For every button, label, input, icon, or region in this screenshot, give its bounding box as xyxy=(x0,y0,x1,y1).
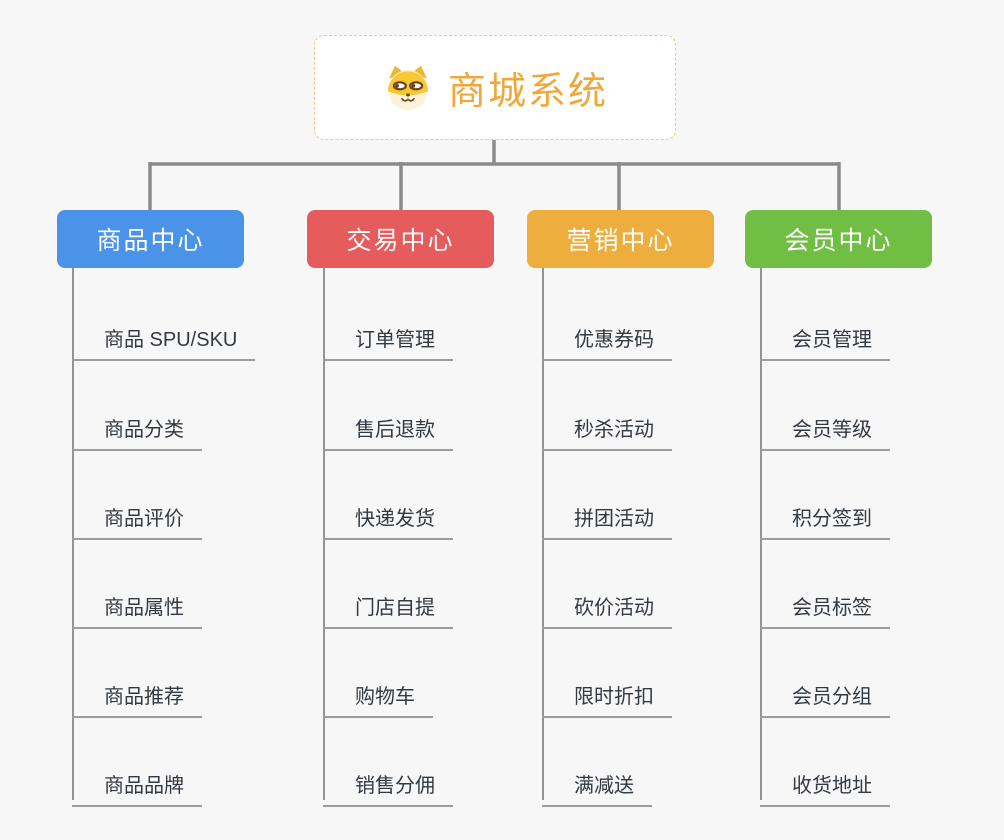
leaf-node[interactable]: 商品品牌 xyxy=(72,756,202,807)
branch-header-product-center[interactable]: 商品中心 xyxy=(57,210,244,268)
leaf-node[interactable]: 砍价活动 xyxy=(542,578,672,629)
leaf-node[interactable]: 会员分组 xyxy=(760,667,890,718)
leaf-node[interactable]: 满减送 xyxy=(542,756,652,807)
leaf-node[interactable]: 秒杀活动 xyxy=(542,400,672,451)
leaf-node[interactable]: 拼团活动 xyxy=(542,489,672,540)
leaf-node[interactable]: 会员管理 xyxy=(760,310,890,361)
leaf-node[interactable]: 门店自提 xyxy=(323,578,453,629)
leaf-node[interactable]: 售后退款 xyxy=(323,400,453,451)
leaf-node[interactable]: 会员等级 xyxy=(760,400,890,451)
leaf-node[interactable]: 销售分佣 xyxy=(323,756,453,807)
leaf-node[interactable]: 会员标签 xyxy=(760,578,890,629)
leaf-node[interactable]: 积分签到 xyxy=(760,489,890,540)
leaf-node[interactable]: 限时折扣 xyxy=(542,667,672,718)
root-node[interactable]: 商城系统 xyxy=(314,35,676,140)
leaf-node[interactable]: 快递发货 xyxy=(323,489,453,540)
leaf-node[interactable]: 商品推荐 xyxy=(72,667,202,718)
leaf-node[interactable]: 商品属性 xyxy=(72,578,202,629)
leaf-node[interactable]: 购物车 xyxy=(323,667,433,718)
leaf-node[interactable]: 收货地址 xyxy=(760,756,890,807)
leaf-node[interactable]: 商品分类 xyxy=(72,400,202,451)
shiba-dog-icon xyxy=(382,64,434,112)
leaf-node[interactable]: 商品评价 xyxy=(72,489,202,540)
branch-header-member-center[interactable]: 会员中心 xyxy=(745,210,932,268)
leaf-node[interactable]: 订单管理 xyxy=(323,310,453,361)
branch-header-trade-center[interactable]: 交易中心 xyxy=(307,210,494,268)
branch-header-marketing-center[interactable]: 营销中心 xyxy=(527,210,714,268)
leaf-node[interactable]: 商品 SPU/SKU xyxy=(72,310,256,361)
root-label: 商城系统 xyxy=(447,71,608,113)
leaf-node[interactable]: 优惠券码 xyxy=(542,310,672,361)
